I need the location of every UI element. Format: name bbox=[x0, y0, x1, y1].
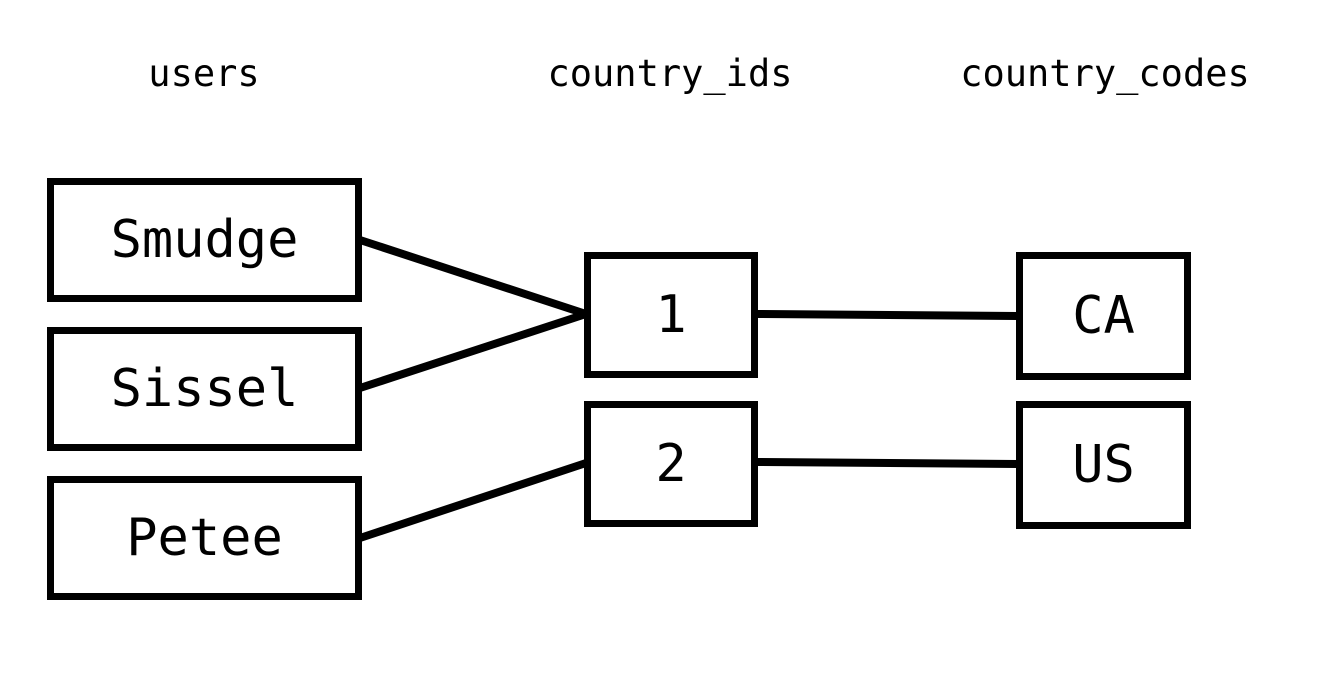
country-code-label: US bbox=[1072, 435, 1135, 495]
country-id-node-2: 2 bbox=[584, 401, 758, 527]
edge-2-to-us bbox=[752, 458, 1022, 468]
user-node-sissel: Sissel bbox=[47, 327, 362, 451]
country-id-label: 1 bbox=[655, 285, 687, 345]
user-label: Petee bbox=[126, 508, 283, 568]
user-label: Smudge bbox=[110, 210, 299, 270]
country-codes-column-header: country_codes bbox=[960, 52, 1250, 95]
country-code-node-us: US bbox=[1016, 401, 1191, 529]
country-code-label: CA bbox=[1072, 286, 1135, 346]
country-id-label: 2 bbox=[655, 434, 687, 494]
user-node-petee: Petee bbox=[47, 476, 362, 600]
country-ids-column-header: country_ids bbox=[547, 52, 793, 95]
edge-1-to-ca bbox=[752, 310, 1022, 320]
edge-smudge-to-1 bbox=[356, 236, 590, 318]
user-label: Sissel bbox=[110, 359, 299, 419]
users-column-header: users bbox=[148, 52, 260, 95]
edge-sissel-to-1 bbox=[356, 310, 590, 392]
country-code-node-ca: CA bbox=[1016, 252, 1191, 380]
user-node-smudge: Smudge bbox=[47, 178, 362, 302]
country-id-node-1: 1 bbox=[584, 252, 758, 378]
edge-petee-to-2 bbox=[356, 459, 590, 542]
